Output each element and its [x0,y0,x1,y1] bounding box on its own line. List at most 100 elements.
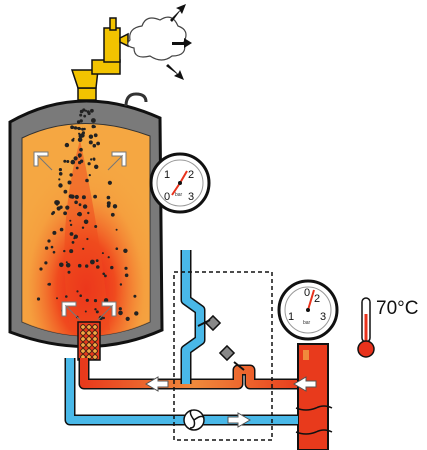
bubble [103,298,109,303]
bubble [96,141,100,146]
bubble [87,211,90,215]
gauge-tank-unit: bar [175,192,183,198]
bubble [52,211,56,214]
arrow-right-icon [227,412,251,428]
bubble [79,113,83,117]
bubble [64,142,70,148]
element-coil-dot [86,336,92,342]
hand-valve-icon [197,314,222,332]
element-coil-dot [92,354,98,360]
bubble [67,180,72,185]
bubble [65,261,68,264]
flow-arrows [145,376,317,428]
bubble [63,159,67,163]
gauge-circuit-scale-1: 1 [288,311,294,323]
bubble [79,119,83,123]
element-coil-dot [86,330,92,336]
bubble [93,125,96,128]
bubble [102,316,106,320]
bubble [85,178,89,183]
bubble [91,118,96,123]
bubble [70,159,76,165]
bubble [66,160,70,163]
bubble [59,227,64,232]
bubble [85,298,89,302]
bubble [93,299,98,303]
bubble [88,134,94,139]
bubble [90,259,95,265]
element-coil-dot [80,330,86,336]
bubble [79,127,82,130]
bubble [93,194,97,199]
element-coil-dot [86,324,92,330]
bubble [92,143,97,148]
bubble [84,109,88,112]
bubble [78,133,83,139]
element-coil-dot [92,336,98,342]
bubble [112,204,118,209]
bubble [82,247,85,250]
bubble [69,232,74,236]
bubble [58,178,61,181]
element-coil-dot [80,336,86,342]
gauge-tank-scale-0: 0 [164,191,170,203]
bubble [81,226,85,229]
heating-element [77,321,101,361]
bubble [77,137,83,142]
arrow-up-right-icon [170,4,186,22]
element-coil-dot [92,324,98,330]
control-unit-box [173,271,273,441]
bubble [76,120,81,124]
element-coil-dot [80,342,86,348]
bubble [125,316,130,321]
bubble [50,245,54,249]
bubble [94,164,99,169]
bubble [95,310,99,314]
bubble [83,127,86,131]
thermometer-icon [357,297,375,358]
bubble [69,219,72,222]
bubble [36,297,41,301]
bubble [106,201,111,206]
bubble [133,294,137,298]
element-coil-dot [86,342,92,348]
bubble [134,311,139,316]
bubble [107,205,110,208]
bubble [63,211,67,216]
bubble [75,126,78,130]
bubble [82,108,86,112]
bubble [63,249,66,253]
bubble [69,223,73,227]
bubble [74,156,78,160]
bubble [52,250,56,254]
bubble [93,133,98,138]
arrow-left-icon [293,376,317,392]
bubble [39,267,43,271]
element-coil-dot [92,342,98,348]
temperature-reading: 70°C [376,298,419,319]
tank-hook [124,92,148,107]
bubble [94,225,98,228]
bubble [76,290,79,293]
bubble [81,131,85,135]
bubble [106,195,111,200]
bubble [71,138,75,142]
arrow-up-left-icon [61,301,81,321]
bubble [65,262,71,268]
bubble [87,162,91,166]
bubble [101,252,104,255]
bubble [86,237,89,241]
gauge-tank-scale-2: 2 [188,169,194,181]
bubble [67,270,71,274]
bubble [78,155,81,158]
gauge-tank-scale-1: 1 [164,169,170,181]
bubble [87,111,91,116]
bubble [52,230,57,235]
bubble [90,108,94,113]
bubble [73,237,76,240]
bubble [74,194,79,200]
bubble [96,265,100,269]
bubble [58,168,63,172]
bubble [65,205,70,210]
arrow-up-right-icon [97,301,117,321]
